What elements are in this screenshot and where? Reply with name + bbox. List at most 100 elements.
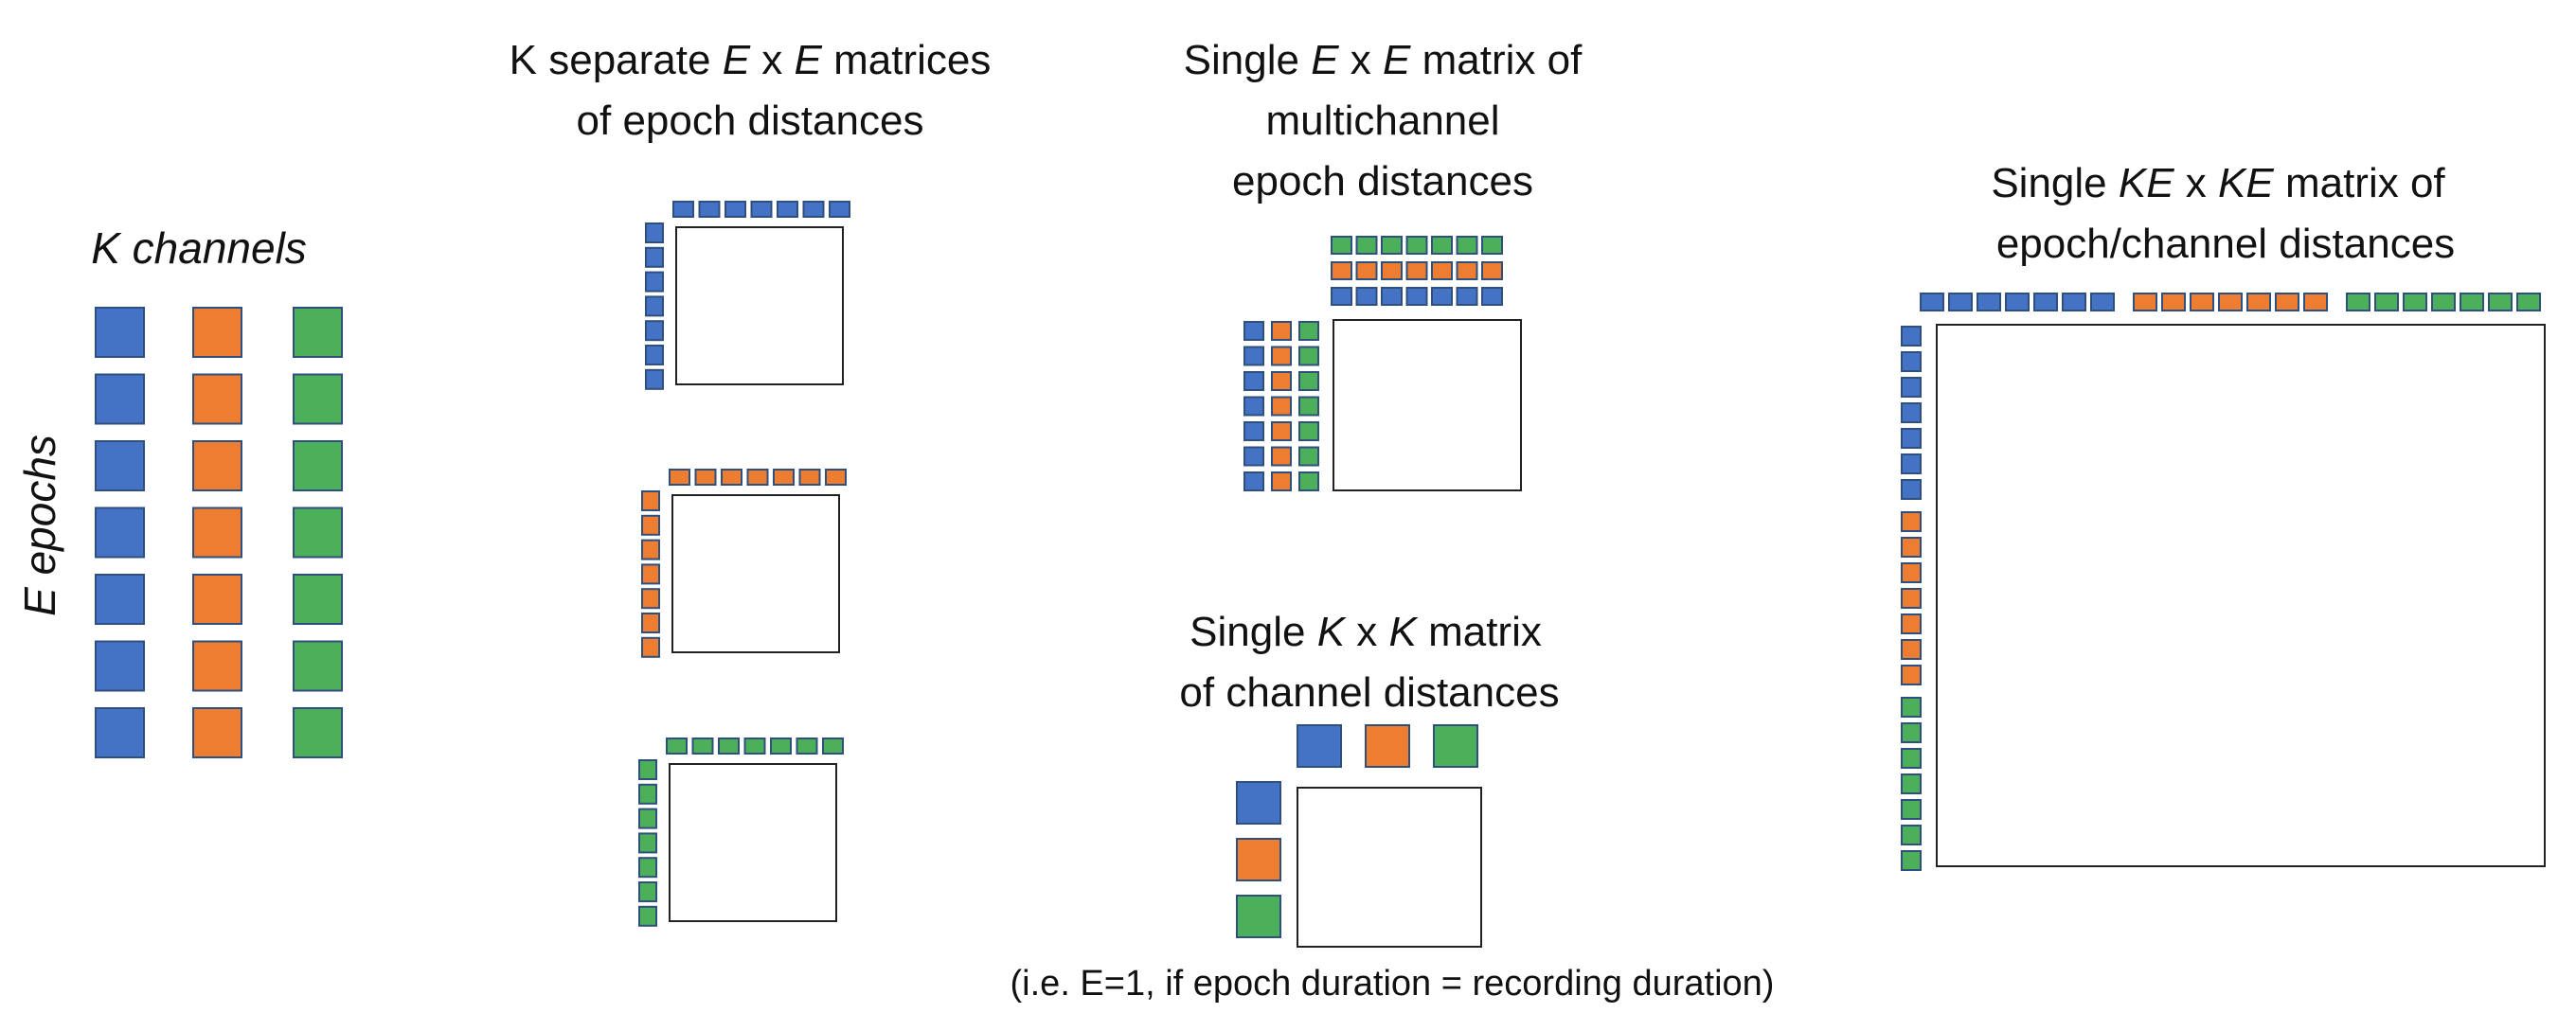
- epoch-square: [645, 368, 664, 390]
- channel-square: [1433, 724, 1478, 768]
- epoch-square: [698, 201, 721, 218]
- epoch-square: [1243, 346, 1264, 366]
- epoch-channel-square: [192, 506, 242, 559]
- epoch-channel-square: [95, 574, 145, 625]
- epoch-channel-square: [1901, 562, 1922, 583]
- epoch-square: [641, 588, 660, 610]
- epoch-square: [1331, 261, 1352, 280]
- epoch-channel-square: [293, 440, 343, 491]
- epoch-square: [1271, 471, 1292, 491]
- epoch-square: [1405, 236, 1428, 255]
- epoch-square: [641, 613, 660, 633]
- panel-multichannel-title-line2: multichannel: [1265, 98, 1499, 144]
- epoch-channel-square: [1901, 402, 1922, 423]
- epoch-channel-square: [2062, 293, 2086, 311]
- panel-multichannel-title-line1: Single E x E matrix of: [1184, 37, 1583, 83]
- epoch-channel-distance-matrix: [1936, 324, 2546, 867]
- epoch-square: [1243, 371, 1264, 391]
- epoch-channel-square: [1901, 639, 1922, 660]
- epoch-channel-square: [1901, 773, 1922, 794]
- epoch-square: [1243, 446, 1264, 467]
- epoch-channel-square: [1901, 479, 1922, 500]
- epoch-square: [645, 271, 664, 293]
- epoch-channel-square: [1901, 850, 1922, 871]
- epoch-channel-square: [192, 640, 242, 692]
- epoch-channel-square: [1901, 326, 1922, 347]
- epoch-channel-square: [192, 707, 242, 758]
- input-grid: K channels E epochs: [15, 223, 343, 758]
- epoch-square: [1298, 346, 1319, 366]
- epoch-square: [638, 905, 657, 927]
- epoch-square: [1431, 261, 1453, 280]
- epoch-channel-square: [2488, 293, 2513, 311]
- epoch-square: [721, 469, 742, 486]
- epoch-channel-square: [1901, 377, 1922, 398]
- k-channels-label: K channels: [91, 223, 307, 273]
- epoch-channel-square: [2161, 293, 2186, 311]
- epoch-distance-matrix-orange: [671, 494, 840, 653]
- epoch-channel-square: [1901, 537, 1922, 558]
- epoch-square: [1481, 287, 1503, 306]
- epoch-square: [641, 563, 660, 585]
- title-span: matrices: [822, 37, 991, 83]
- epoch-square: [1271, 421, 1292, 441]
- title-span: x: [1339, 37, 1383, 83]
- epoch-channel-square: [1901, 511, 1922, 532]
- panel-multichannel-title-line3: epoch distances: [1232, 158, 1533, 204]
- epoch-channel-square: [2374, 293, 2399, 311]
- epoch-distance-matrix-green: [669, 763, 837, 922]
- title-span: KE: [2119, 160, 2174, 206]
- epoch-square: [694, 469, 717, 486]
- epoch-square: [641, 490, 660, 511]
- title-span: E: [1383, 37, 1411, 83]
- epoch-square: [645, 320, 664, 342]
- epoch-channel-square: [2275, 293, 2299, 311]
- title-span: multichannel: [1265, 98, 1499, 144]
- epoch-square: [1456, 287, 1478, 306]
- epoch-channel-square: [2190, 293, 2214, 311]
- epoch-channel-square: [95, 707, 145, 758]
- epoch-channel-square: [2133, 293, 2157, 311]
- epoch-square: [718, 738, 740, 755]
- channel-square: [1236, 838, 1281, 881]
- epoch-distance-matrix-blue: [675, 226, 844, 385]
- epoch-channel-square: [2005, 293, 2030, 311]
- epoch-square: [669, 469, 690, 486]
- epoch-square: [1355, 261, 1378, 280]
- epoch-channel-square: [2431, 293, 2456, 311]
- epoch-square: [1355, 236, 1378, 255]
- epoch-channel-square: [293, 574, 343, 625]
- panel-separate-title-line1: K separate E x E matrices: [510, 37, 992, 83]
- title-span: matrix of: [2274, 160, 2446, 206]
- epoch-channel-square: [192, 373, 242, 425]
- epoch-channel-square: [293, 373, 343, 425]
- title-span: epoch/channel distances: [1996, 221, 2455, 267]
- epoch-square: [746, 469, 769, 486]
- epoch-square: [743, 738, 766, 755]
- epoch-square: [1298, 421, 1319, 441]
- title-span: x: [750, 37, 794, 83]
- epoch-square: [1456, 236, 1478, 255]
- epoch-square: [638, 832, 657, 854]
- epoch-square: [798, 469, 821, 486]
- title-span: E: [1311, 37, 1339, 83]
- epoch-square: [641, 539, 660, 560]
- panel-channel-title-line1: Single K x K matrix: [1190, 609, 1542, 655]
- epoch-channel-square: [1948, 293, 1973, 311]
- epoch-channel-square: [2460, 293, 2484, 311]
- epoch-square: [638, 808, 657, 829]
- panel-channel-title-line2: of channel distances: [1179, 669, 1559, 716]
- epoch-square: [1298, 396, 1319, 417]
- epoch-square: [802, 201, 825, 218]
- epoch-square: [1298, 321, 1319, 341]
- title-span: x: [2174, 160, 2218, 206]
- epoch-square: [1298, 446, 1319, 467]
- epoch-square: [1271, 371, 1292, 391]
- epoch-channel-square: [192, 440, 242, 491]
- title-span: Single: [1184, 37, 1312, 83]
- epoch-channel-square: [192, 307, 242, 358]
- epoch-square: [796, 738, 818, 755]
- title-span: x: [1345, 609, 1388, 655]
- epoch-square: [1456, 261, 1478, 280]
- multichannel-distance-matrix: [1333, 319, 1522, 491]
